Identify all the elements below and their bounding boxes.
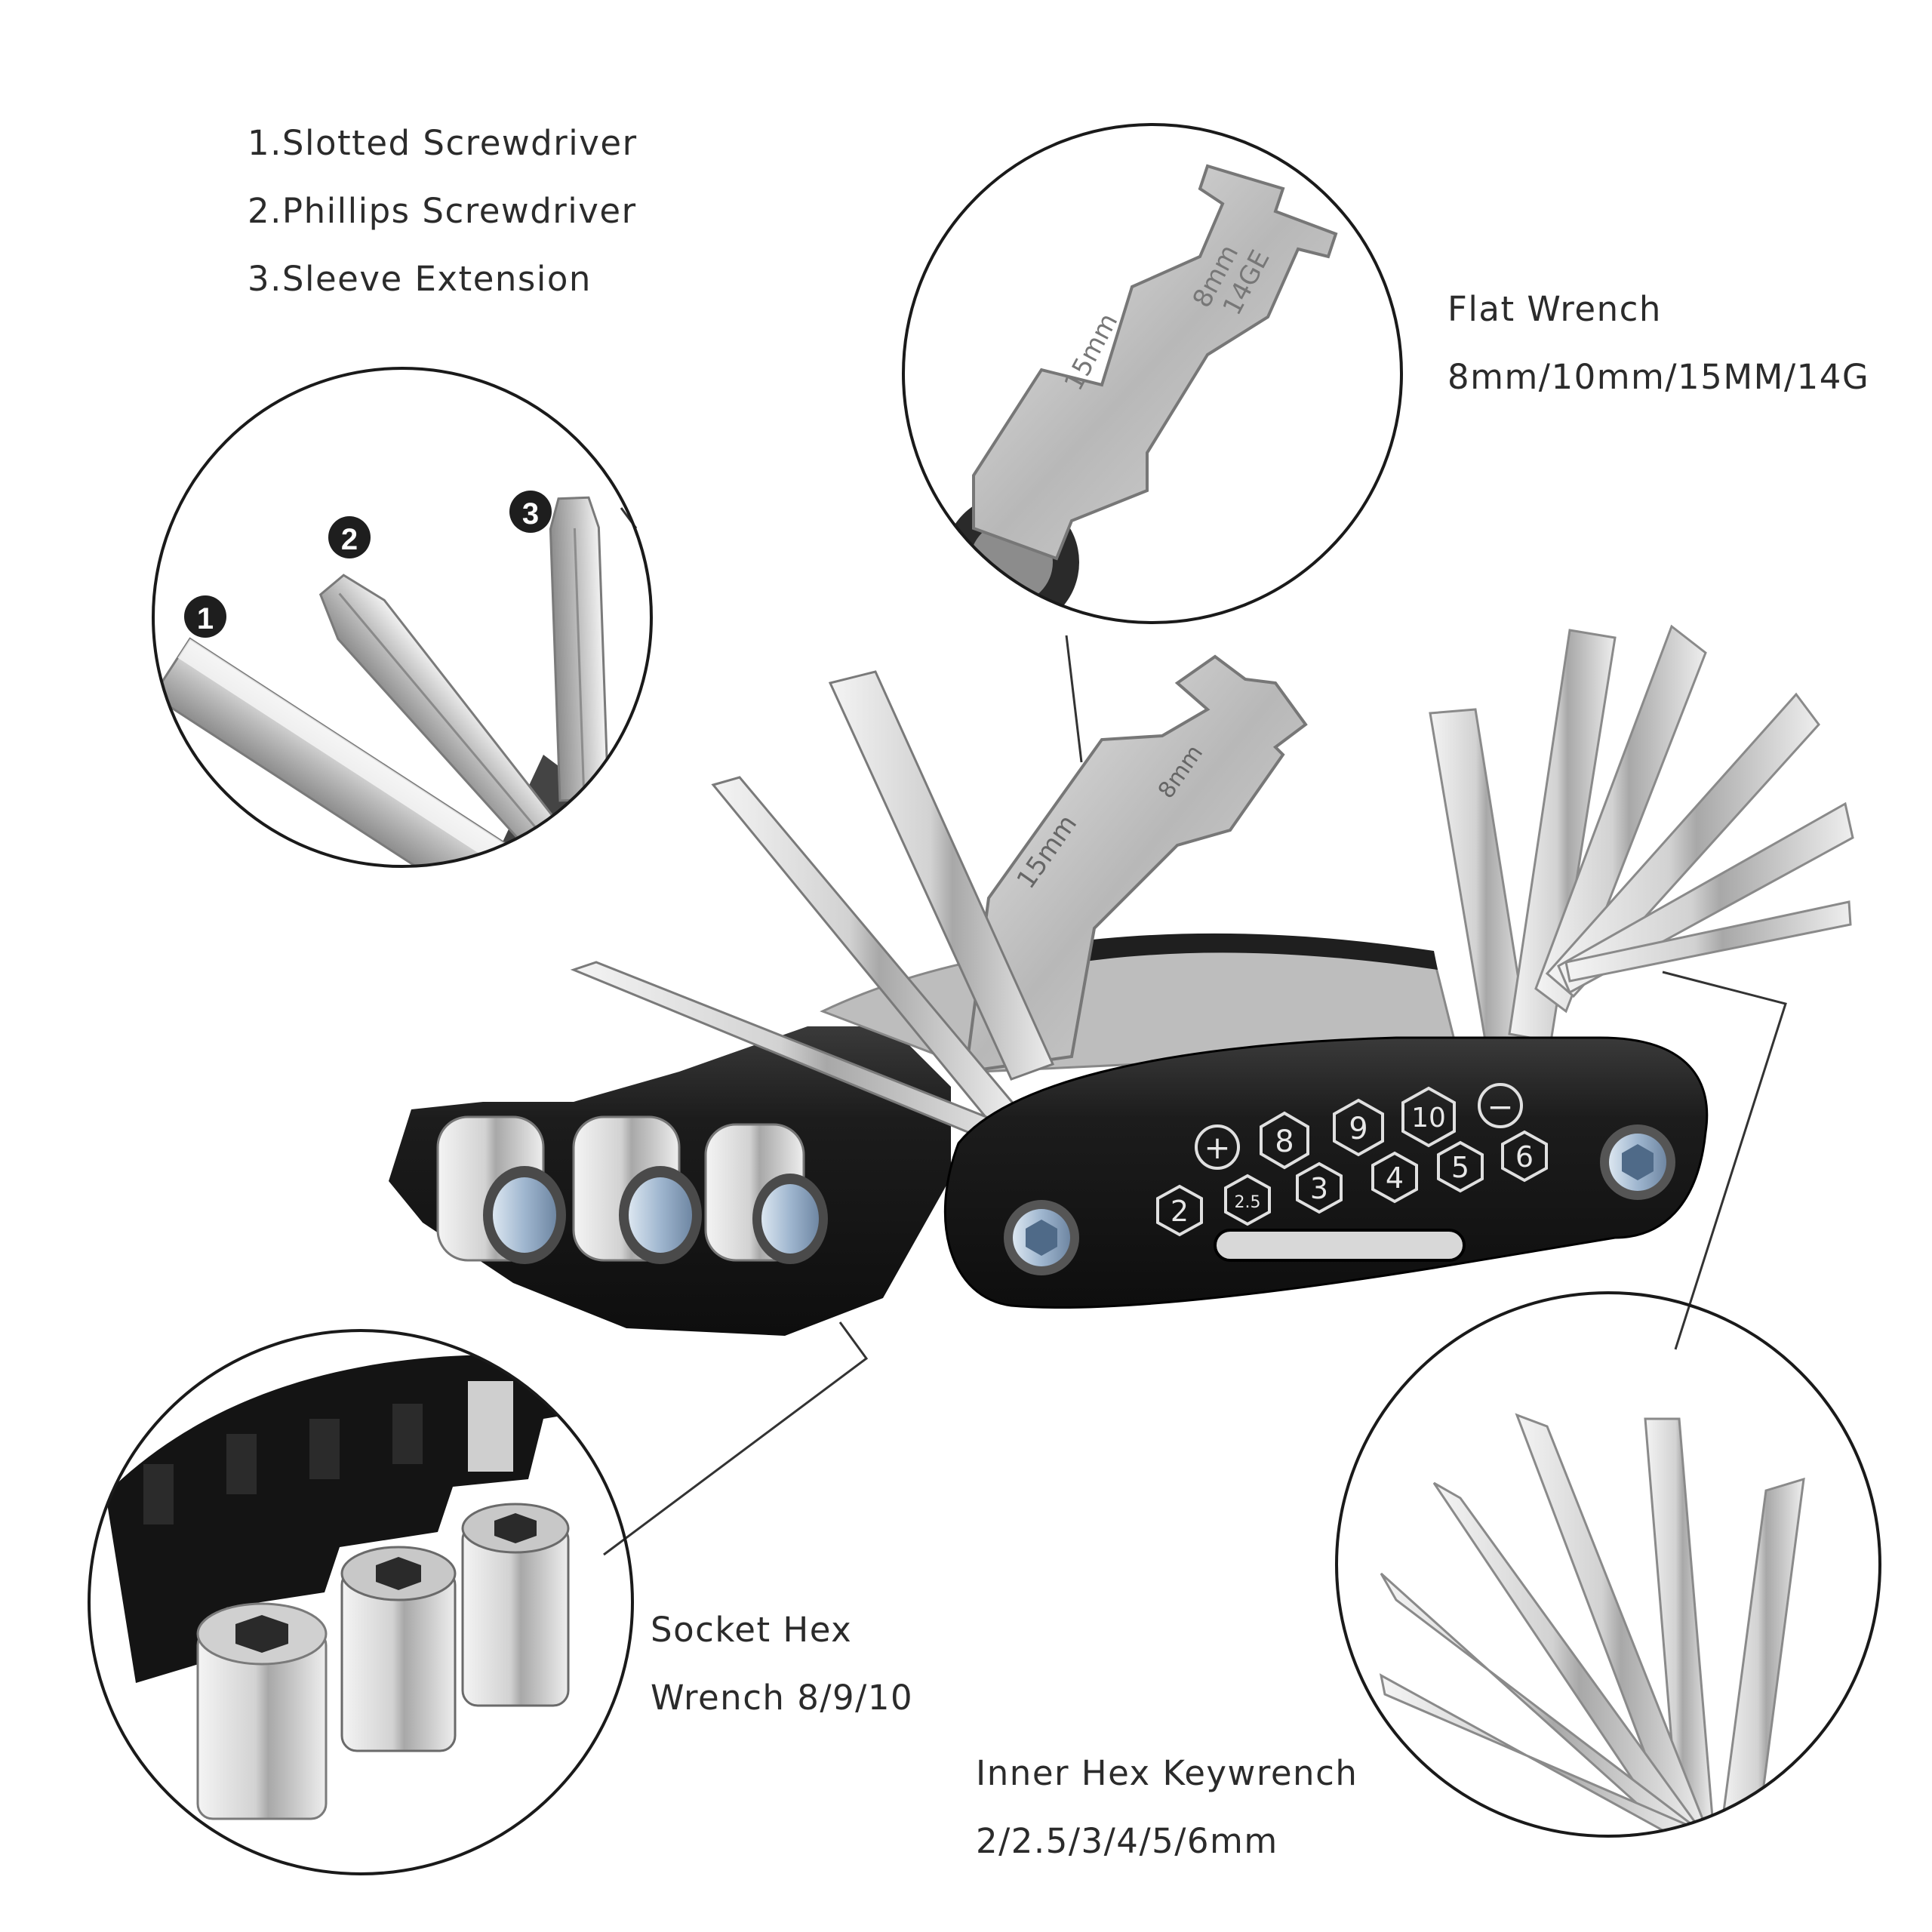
svg-text:3: 3 — [522, 497, 539, 531]
multi-tool-main: 15mm 8mm — [389, 624, 1854, 1336]
flat-wrench-detail-circle: 15mm 8mm 14GE — [902, 123, 1403, 624]
sockets — [436, 1115, 828, 1264]
detail-socket-large — [196, 1602, 328, 1820]
svg-text:6: 6 — [1515, 1140, 1534, 1174]
handle-bolt-left — [1004, 1200, 1079, 1275]
screwdriver-label-1: 1.Slotted Screwdriver — [248, 123, 638, 163]
detail-socket-medium — [340, 1546, 457, 1752]
size-marks-top — [1195, 1083, 1523, 1170]
socket-detail-circle — [88, 1329, 634, 1875]
flat-wrench-sizes: 8mm/10mm/15MM/14G — [1447, 357, 1870, 397]
screwdriver-detail-circle: 1 2 3 — [152, 367, 653, 868]
screwdriver-label-2: 2.Phillips Screwdriver — [248, 191, 637, 231]
svg-text:2.5: 2.5 — [1235, 1193, 1261, 1212]
flat-wrench-title: Flat Wrench — [1447, 289, 1662, 329]
flat-wrench — [964, 654, 1308, 1074]
leader-lines — [603, 507, 1787, 1556]
handle-bolt-right — [1600, 1124, 1675, 1200]
screwdriver-label-3: 3.Sleeve Extension — [248, 259, 592, 299]
svg-text:2: 2 — [1171, 1195, 1189, 1228]
detail-socket-small — [461, 1503, 570, 1707]
socket-label-line2: Wrench 8/9/10 — [651, 1678, 914, 1718]
hex-key-detail-circle — [1335, 1291, 1881, 1838]
svg-text:10: 10 — [1411, 1103, 1446, 1134]
svg-text:3: 3 — [1310, 1172, 1328, 1205]
badge-1: 1 — [184, 595, 226, 638]
screwdriver-blades — [570, 670, 1055, 1156]
socket-label-line1: Socket Hex — [651, 1610, 853, 1650]
hex-keys-fan — [1429, 624, 1854, 1073]
svg-text:4: 4 — [1386, 1161, 1404, 1195]
svg-text:8: 8 — [1275, 1124, 1294, 1159]
svg-text:−: − — [1487, 1088, 1513, 1125]
badge-3: 3 — [509, 491, 552, 533]
svg-text:+: + — [1204, 1129, 1230, 1166]
svg-text:9: 9 — [1349, 1112, 1367, 1146]
hex-key-label-line2: 2/2.5/3/4/5/6mm — [976, 1821, 1278, 1861]
svg-text:5: 5 — [1451, 1151, 1469, 1184]
svg-text:2: 2 — [341, 523, 358, 556]
svg-text:1: 1 — [197, 602, 214, 635]
size-marks-bottom — [1156, 1130, 1548, 1237]
badge-2: 2 — [328, 516, 371, 558]
hex-key-label-line1: Inner Hex Keywrench — [976, 1753, 1358, 1793]
